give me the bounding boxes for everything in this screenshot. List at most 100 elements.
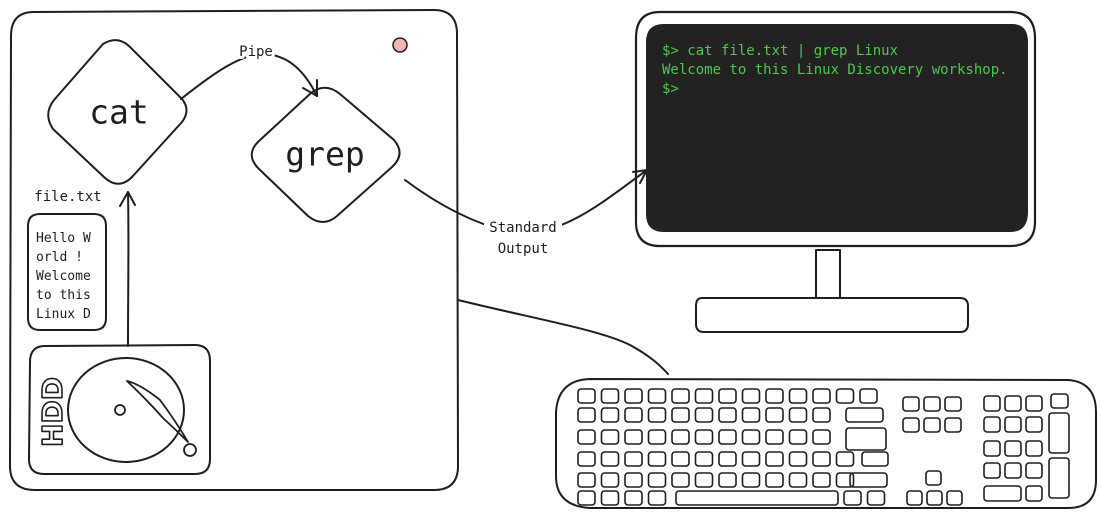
keyboard-key bbox=[600, 429, 620, 445]
stdout-arrow: Standard Output bbox=[404, 169, 648, 260]
grep-label: grep bbox=[285, 135, 364, 174]
keyboard-key bbox=[600, 490, 620, 506]
keyboard-key bbox=[812, 407, 831, 423]
keyboard-key bbox=[861, 451, 889, 467]
keyboard-key bbox=[765, 388, 784, 404]
keyboard-key bbox=[647, 429, 667, 445]
keyboard-key bbox=[624, 407, 643, 423]
keyboard-key bbox=[983, 395, 1001, 412]
terminal-line: Welcome to this Linux Discovery workshop… bbox=[662, 62, 1008, 78]
file-content-line: Welcome bbox=[36, 269, 91, 284]
keyboard-key bbox=[694, 388, 714, 404]
keyboard-key bbox=[600, 388, 620, 404]
keyboard-key bbox=[694, 451, 714, 467]
file-content-line: to this bbox=[36, 288, 91, 303]
cat-node: cat bbox=[47, 39, 188, 185]
keyboard-cable bbox=[457, 299, 669, 375]
hdd-drive: HDD bbox=[28, 344, 211, 475]
keyboard-key bbox=[1004, 416, 1022, 433]
keyboard-key bbox=[1025, 416, 1043, 433]
keyboard-key bbox=[647, 388, 667, 404]
keyboard-key bbox=[866, 490, 886, 506]
keyboard-key bbox=[946, 490, 963, 506]
keyboard-key bbox=[1004, 440, 1022, 457]
terminal-line: $> cat file.txt | grep Linux bbox=[662, 43, 898, 59]
keyboard-key bbox=[812, 429, 831, 445]
keyboard-key bbox=[926, 490, 943, 506]
keyboard-key bbox=[1048, 457, 1070, 499]
stdout-label-line1: Standard bbox=[489, 220, 556, 236]
keyboard-key bbox=[765, 407, 784, 423]
keyboard-key bbox=[788, 429, 808, 445]
keyboard-key bbox=[1004, 462, 1022, 479]
keyboard-key bbox=[718, 472, 737, 488]
hdd-read-arm bbox=[126, 380, 189, 443]
terminal-screen bbox=[646, 24, 1028, 232]
pipe-arrow: Pipe bbox=[180, 41, 318, 100]
keyboard-key bbox=[902, 417, 920, 433]
keyboard-key bbox=[647, 472, 667, 488]
keyboard-key bbox=[577, 429, 596, 445]
hdd-platter bbox=[67, 357, 185, 463]
keyboard-key bbox=[1050, 393, 1069, 409]
keyboard-key bbox=[1025, 440, 1043, 457]
keyboard-key bbox=[718, 451, 737, 467]
keyboard-key bbox=[788, 472, 808, 488]
file-content-line: orld ! bbox=[36, 250, 83, 265]
keyboard-key bbox=[944, 396, 962, 412]
keyboard-key bbox=[788, 451, 808, 467]
keyboard-key bbox=[624, 388, 643, 404]
keyboard-key bbox=[741, 451, 761, 467]
keyboard-key bbox=[671, 429, 690, 445]
keyboard-key bbox=[718, 429, 737, 445]
keyboard-key bbox=[1025, 485, 1043, 502]
keyboard-key bbox=[741, 388, 761, 404]
keyboard-key bbox=[671, 407, 690, 423]
keyboard-key bbox=[812, 451, 831, 467]
keyboard-key bbox=[983, 462, 1001, 479]
monitor-neck bbox=[815, 249, 841, 299]
keyboard-key bbox=[1025, 462, 1043, 479]
keyboard-key bbox=[849, 472, 888, 488]
keyboard-key bbox=[694, 407, 714, 423]
hdd-arm-pivot bbox=[183, 443, 197, 457]
keyboard-key bbox=[671, 472, 690, 488]
keyboard-key bbox=[1048, 412, 1070, 454]
hdd-to-cat-arrow bbox=[119, 191, 136, 347]
keyboard-key bbox=[835, 451, 855, 467]
keyboard-key bbox=[845, 407, 884, 423]
keyboard-key bbox=[624, 451, 643, 467]
keyboard-key bbox=[983, 485, 1022, 502]
keyboard-key bbox=[906, 490, 923, 506]
keyboard-key bbox=[835, 472, 855, 488]
keyboard-key bbox=[835, 388, 855, 404]
keyboard-key bbox=[923, 396, 941, 412]
keyboard-key bbox=[859, 388, 878, 404]
keyboard-key bbox=[983, 416, 1001, 433]
keyboard-key bbox=[624, 490, 643, 506]
keyboard-key bbox=[577, 451, 596, 467]
keyboard bbox=[555, 378, 1097, 509]
keyboard-key bbox=[600, 472, 620, 488]
keyboard-key bbox=[944, 417, 962, 433]
keyboard-key bbox=[923, 417, 941, 433]
keyboard-key bbox=[600, 407, 620, 423]
keyboard-key bbox=[1025, 395, 1043, 412]
keyboard-key bbox=[788, 388, 808, 404]
keyboard-key bbox=[647, 451, 667, 467]
keyboard-key bbox=[647, 407, 667, 423]
keyboard-key bbox=[741, 429, 761, 445]
keyboard-key bbox=[624, 429, 643, 445]
keyboard-key bbox=[694, 429, 714, 445]
keyboard-key bbox=[741, 472, 761, 488]
keyboard-key bbox=[675, 490, 839, 506]
pipe-label: Pipe bbox=[239, 44, 273, 60]
keyboard-key bbox=[600, 451, 620, 467]
keyboard-key bbox=[812, 472, 831, 488]
keyboard-key bbox=[741, 407, 761, 423]
file-content-line: Linux D bbox=[36, 307, 91, 322]
keyboard-key bbox=[843, 490, 862, 506]
